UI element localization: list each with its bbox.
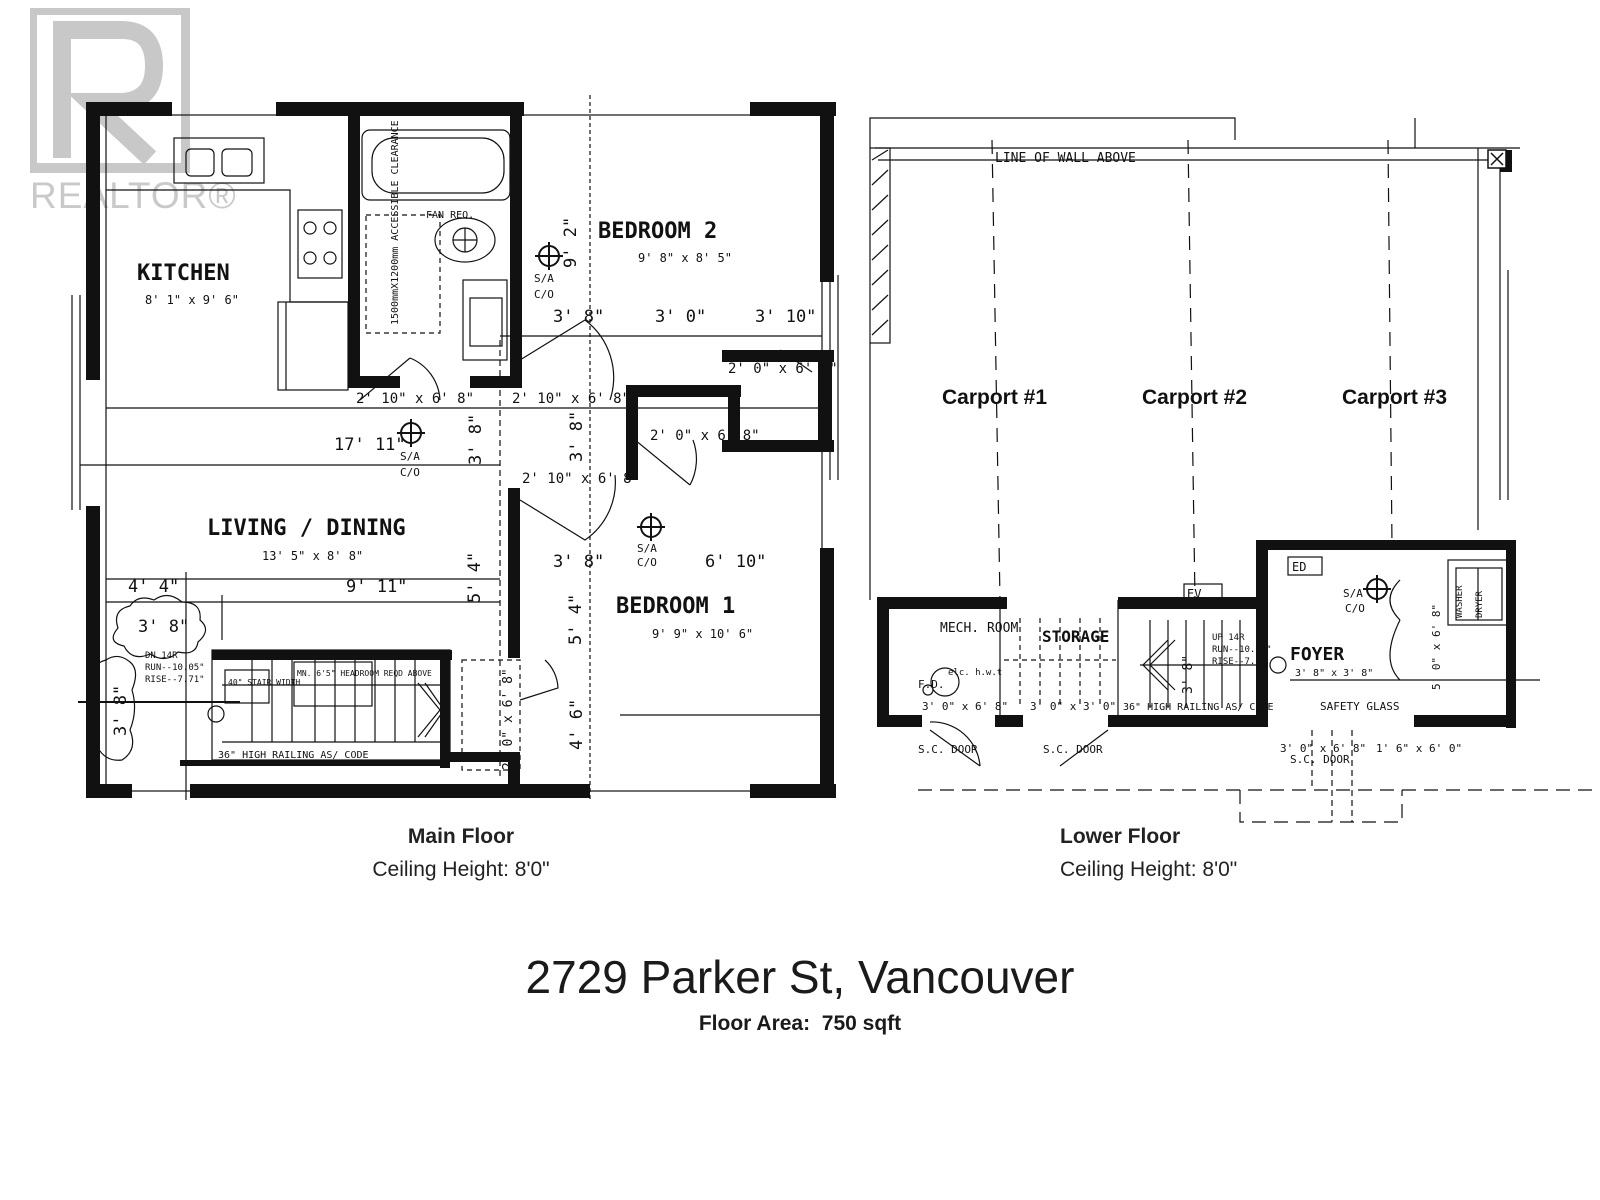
dim-door-5: 2' 10" x 6' 8" xyxy=(522,471,640,487)
note-sc-door-1: S.C. DOOR xyxy=(918,743,978,756)
dim-lower-3-8: 3' 8" xyxy=(1181,655,1196,694)
lower-floor-ceiling: Ceiling Height: 8'0" xyxy=(1060,858,1238,881)
note-stair-run: RUN--10.05" xyxy=(145,663,205,673)
room-dims-foyer: 3' 8" x 3' 8" xyxy=(1295,668,1373,679)
carport-3-label: Carport #3 xyxy=(1342,386,1447,409)
dim-3-8-d: 3' 8" xyxy=(138,617,189,637)
label-dryer: DRYER xyxy=(1475,590,1485,618)
note-stair-rise: RISE--7.71" xyxy=(145,675,205,685)
dim-lower-door-4: 1' 6" x 6' 0" xyxy=(1376,742,1462,755)
dim-w1: 3' 8" xyxy=(553,307,604,327)
note-co-1: C/O xyxy=(534,288,554,301)
note-sc-door-3: S.C. DOOR xyxy=(1290,753,1350,766)
note-run-lower: RUN--10.05" xyxy=(1212,645,1272,655)
dim-9-11: 9' 11" xyxy=(346,577,407,597)
dim-3-8-a: 3' 8" xyxy=(466,414,486,465)
label-washer: WASHER xyxy=(1455,585,1465,618)
property-address: 2729 Parker St, Vancouver xyxy=(525,951,1075,1003)
dim-lower-door-3: 3' 0" x 6' 8" xyxy=(1280,742,1366,755)
note-safety-glass: SAFETY GLASS xyxy=(1320,700,1399,713)
dim-lower-door-1: 3' 0" x 6' 8" xyxy=(922,700,1008,713)
lower-floor-title: Lower Floor xyxy=(1060,825,1181,848)
dim-17-11: 17' 11" xyxy=(334,435,406,455)
note-stair-width: 40" STAIR WIDTH xyxy=(228,678,300,687)
room-dims-living-dining: 13' 5" x 8' 8" xyxy=(262,549,363,563)
label-ed: ED xyxy=(1292,560,1306,574)
note-fan-req: FAN REQ. xyxy=(426,210,474,221)
dim-3-8-c: 3' 8" xyxy=(553,552,604,572)
room-dims-bedroom-1: 9' 9" x 10' 6" xyxy=(652,627,753,641)
floor-area-line: Floor Area: 750 sqft xyxy=(0,1012,1600,1036)
note-sa-lower: S/A xyxy=(1343,587,1363,600)
note-sa-3: S/A xyxy=(637,542,657,555)
dim-door-2: 2' 10" x 6' 8" xyxy=(512,391,630,407)
dim-4-4: 4' 4" xyxy=(128,577,179,597)
note-sc-door-2: S.C. DOOR xyxy=(1043,743,1103,756)
floor-area-label: Floor Area: xyxy=(698,1012,811,1035)
room-dims-bedroom-2: 9' 8" x 8' 5" xyxy=(638,251,732,265)
room-label-living-dining: LIVING / DINING xyxy=(207,516,406,541)
room-label-bedroom-2: BEDROOM 2 xyxy=(598,219,717,244)
note-up: UP 14R xyxy=(1212,633,1245,643)
note-railing-main: 36" HIGH RAILING AS/ CODE xyxy=(218,750,369,761)
realtor-wordmark: REALTOR® xyxy=(30,175,237,216)
dim-5-4-b: 5' 4" xyxy=(566,594,586,645)
dim-9-2: 9' 2" xyxy=(561,217,581,268)
note-co-3: C/O xyxy=(637,556,657,569)
dim-3-8-e: 3' 8" xyxy=(111,685,131,736)
room-label-mech: MECH. ROOM xyxy=(940,621,1018,636)
dim-door-3: 2' 0" x 6' 8" xyxy=(650,428,760,444)
floor-area-value: 750 sqft xyxy=(821,1012,902,1035)
dim-3-8-b: 3' 8" xyxy=(567,411,587,462)
dim-5-4-a: 5' 4" xyxy=(465,552,485,603)
carport-2-label: Carport #2 xyxy=(1142,386,1247,409)
realtor-logo xyxy=(30,8,190,173)
note-fd: F.D. xyxy=(918,678,945,691)
dim-6-10: 6' 10" xyxy=(705,552,766,572)
note-sa-1: S/A xyxy=(534,272,554,285)
main-floor-caption: Main Floor Ceiling Height: 8'0" xyxy=(356,820,566,886)
carport-1-label: Carport #1 xyxy=(942,386,1047,409)
note-stair-dn: DN 14R xyxy=(145,651,178,661)
dim-w2: 3' 0" xyxy=(655,307,706,327)
room-label-foyer: FOYER xyxy=(1290,644,1344,665)
note-sa-2: S/A xyxy=(400,450,420,463)
note-railing-lower: 36" HIGH RAILING AS/ CODE xyxy=(1123,702,1274,713)
dim-4-6: 4' 6" xyxy=(567,699,587,750)
room-dims-kitchen: 8' 1" x 9' 6" xyxy=(145,293,239,307)
dim-closet-door: 2' 0" x 6' 8" xyxy=(501,668,516,770)
note-headroom: MN. 6'5" HEADROOM REQD ABOVE xyxy=(297,669,432,678)
main-floor-title: Main Floor xyxy=(407,825,515,848)
dim-w3: 3' 10" xyxy=(755,307,816,327)
note-co-2: C/O xyxy=(400,466,420,479)
note-clearance: 1500mmX1200mm ACCESSIBLE CLEARANCE xyxy=(390,120,401,325)
room-label-bedroom-1: BEDROOM 1 xyxy=(616,594,735,619)
dim-lower-door-5: 5' 0" x 6' 8" xyxy=(1430,604,1443,690)
room-label-kitchen: KITCHEN xyxy=(137,261,230,286)
note-line-of-wall: LINE OF WALL ABOVE xyxy=(995,151,1136,166)
main-floor-ceiling: Ceiling Height: 8'0" xyxy=(372,858,550,881)
dim-door-1: 2' 10" x 6' 8" xyxy=(356,391,474,407)
label-ev: EV xyxy=(1187,587,1201,601)
note-co-lower: C/O xyxy=(1345,602,1365,615)
note-rise-lower: RISE--7.7" xyxy=(1212,657,1266,667)
note-hwt: elc. h.w.t xyxy=(948,668,1002,678)
dim-lower-door-2: 3' 0" x 3' 0" xyxy=(1030,700,1116,713)
lower-floor-caption: Lower Floor Ceiling Height: 8'0" xyxy=(1060,820,1290,886)
dim-door-4: 2' 0" x 6' 8" xyxy=(728,361,838,377)
room-label-storage: STORAGE xyxy=(1042,627,1109,646)
